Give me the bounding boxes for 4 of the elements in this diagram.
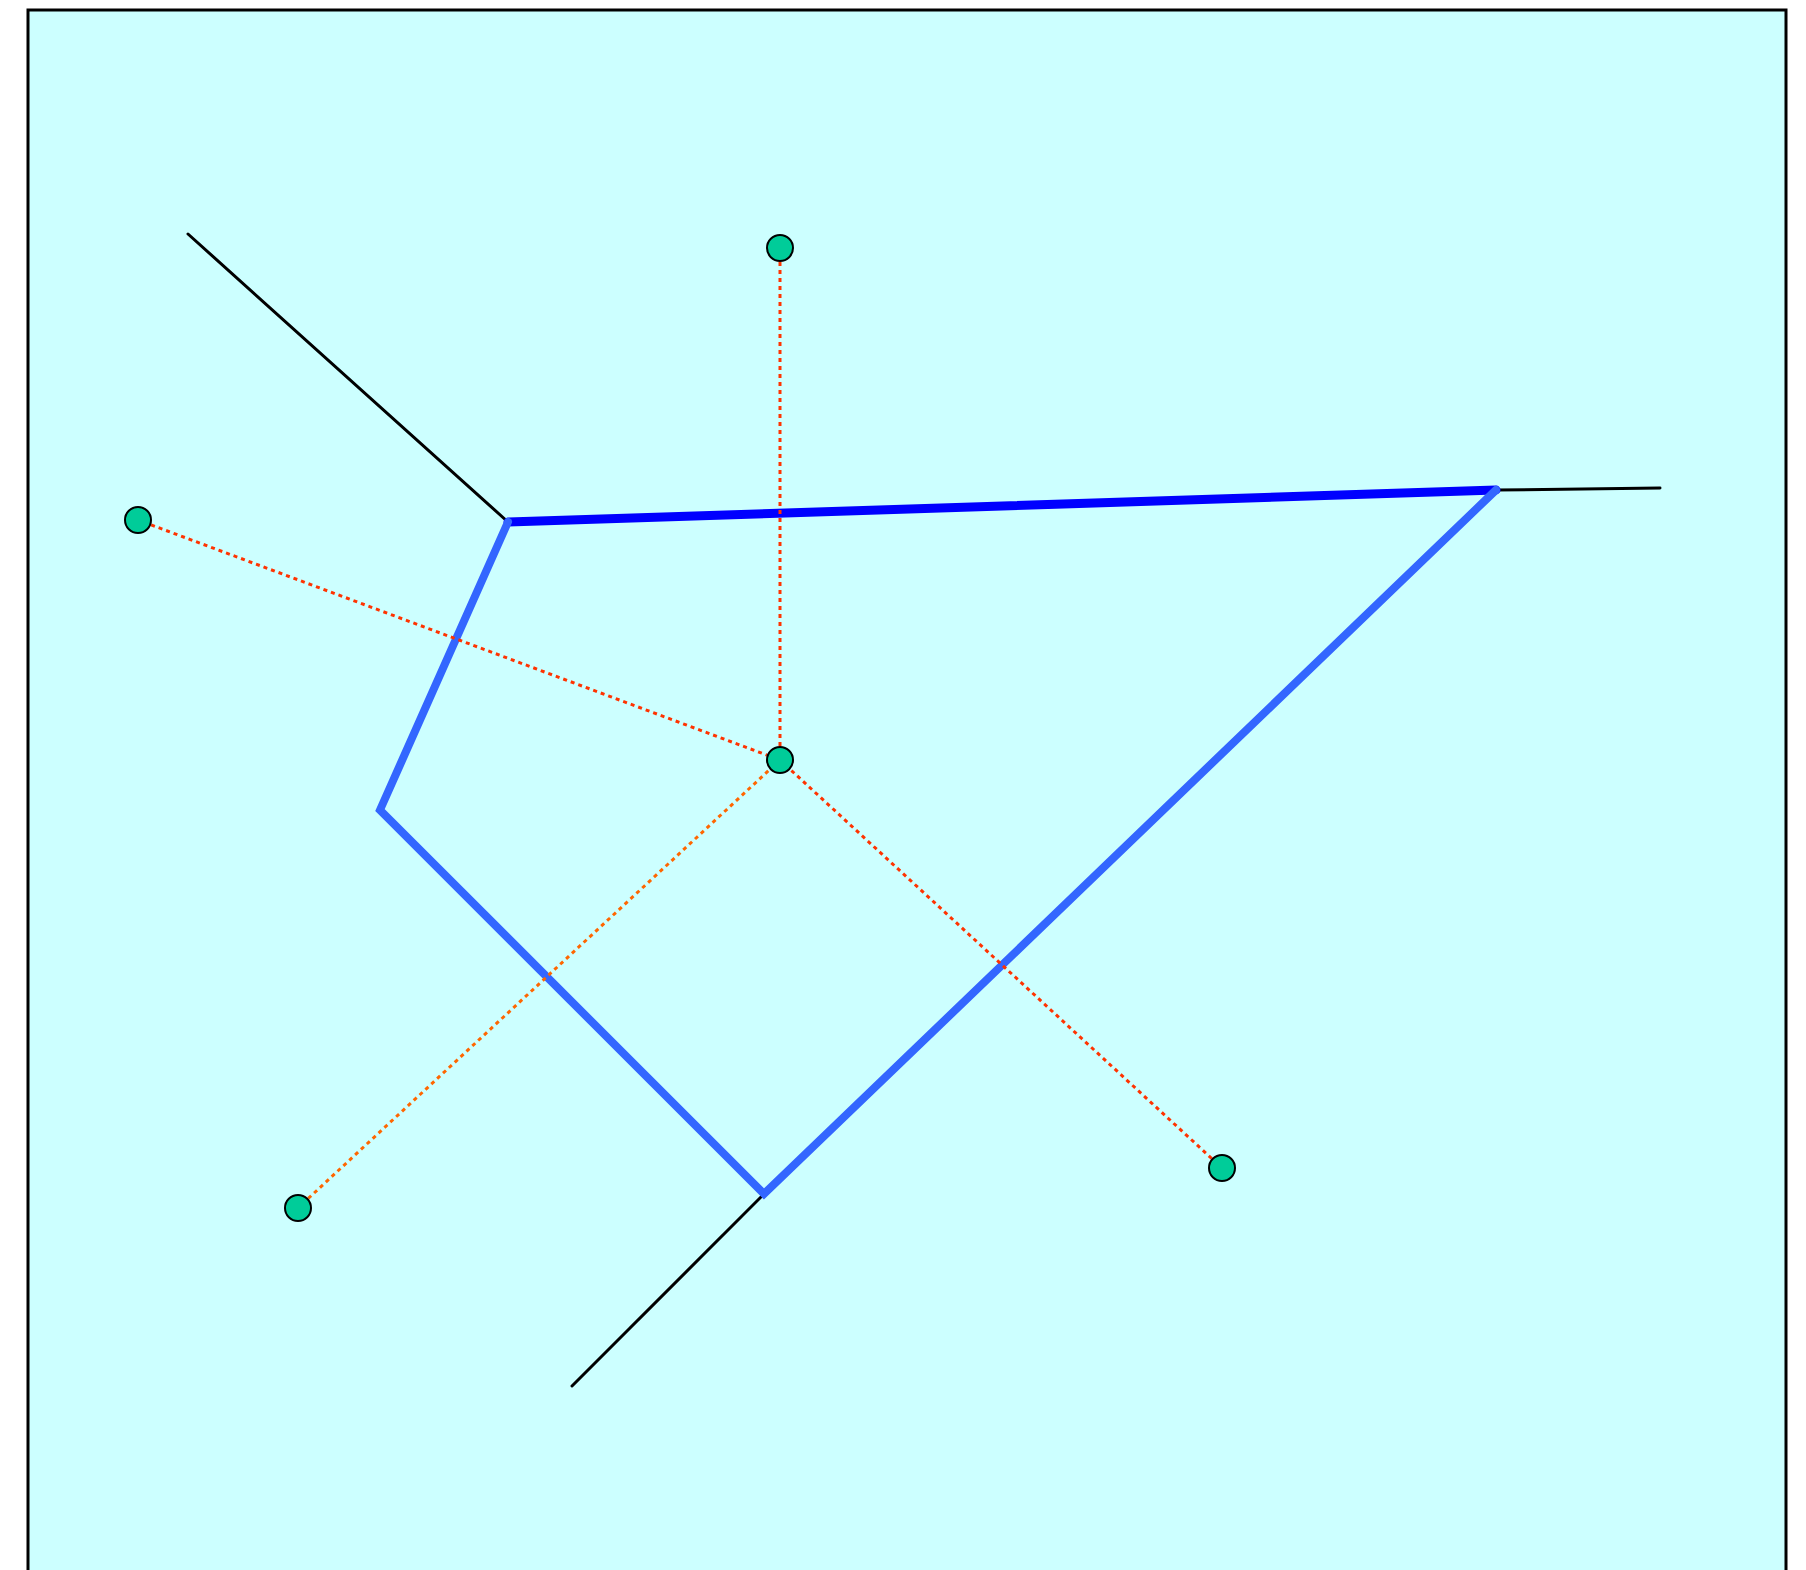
connector-line [789,768,1213,1160]
connector-line [150,523,768,757]
connector-line [778,262,782,746]
connector-line [307,768,771,1200]
